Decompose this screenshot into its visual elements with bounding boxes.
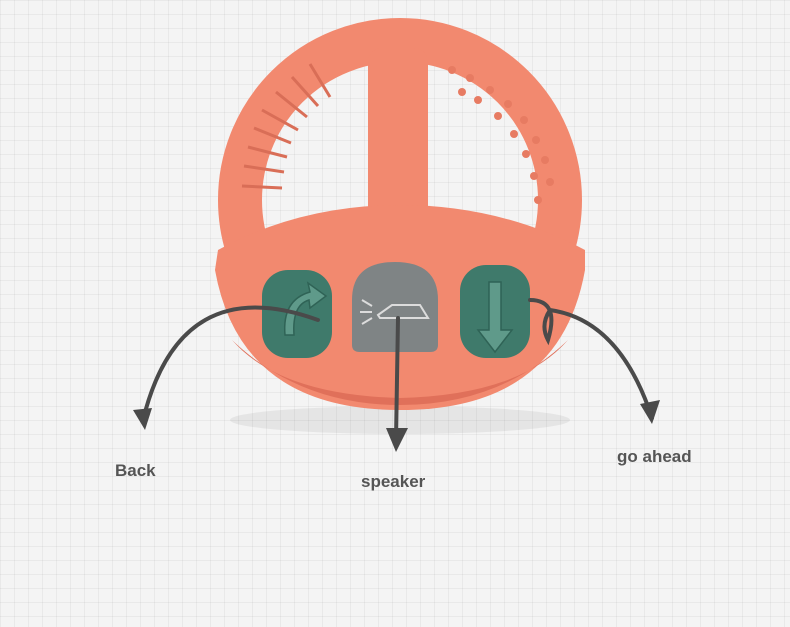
arrow-heads — [133, 400, 660, 452]
ring-ribs — [241, 63, 332, 190]
steering-wheel-teether — [215, 18, 585, 410]
wheel-spoke — [368, 48, 428, 248]
label-speaker: speaker — [361, 472, 426, 491]
arrow-back — [141, 305, 320, 422]
go-ahead-button[interactable] — [460, 265, 530, 358]
speaker-button[interactable] — [352, 262, 438, 352]
arrow-speaker — [394, 316, 400, 442]
arrow-head-speaker — [386, 428, 408, 452]
callout-arrows — [141, 298, 654, 442]
car-horn-icon — [360, 299, 430, 325]
label-go-ahead: go ahead — [617, 447, 692, 466]
toy-shadow — [230, 406, 570, 434]
arrow-head-go — [640, 400, 660, 424]
down-arrow-icon — [476, 281, 514, 354]
ring-dots — [448, 66, 554, 204]
arrow-go — [528, 298, 654, 420]
arrow-head-back — [133, 408, 152, 430]
label-back: Back — [115, 461, 156, 480]
wheel-body-bottom — [232, 340, 568, 405]
